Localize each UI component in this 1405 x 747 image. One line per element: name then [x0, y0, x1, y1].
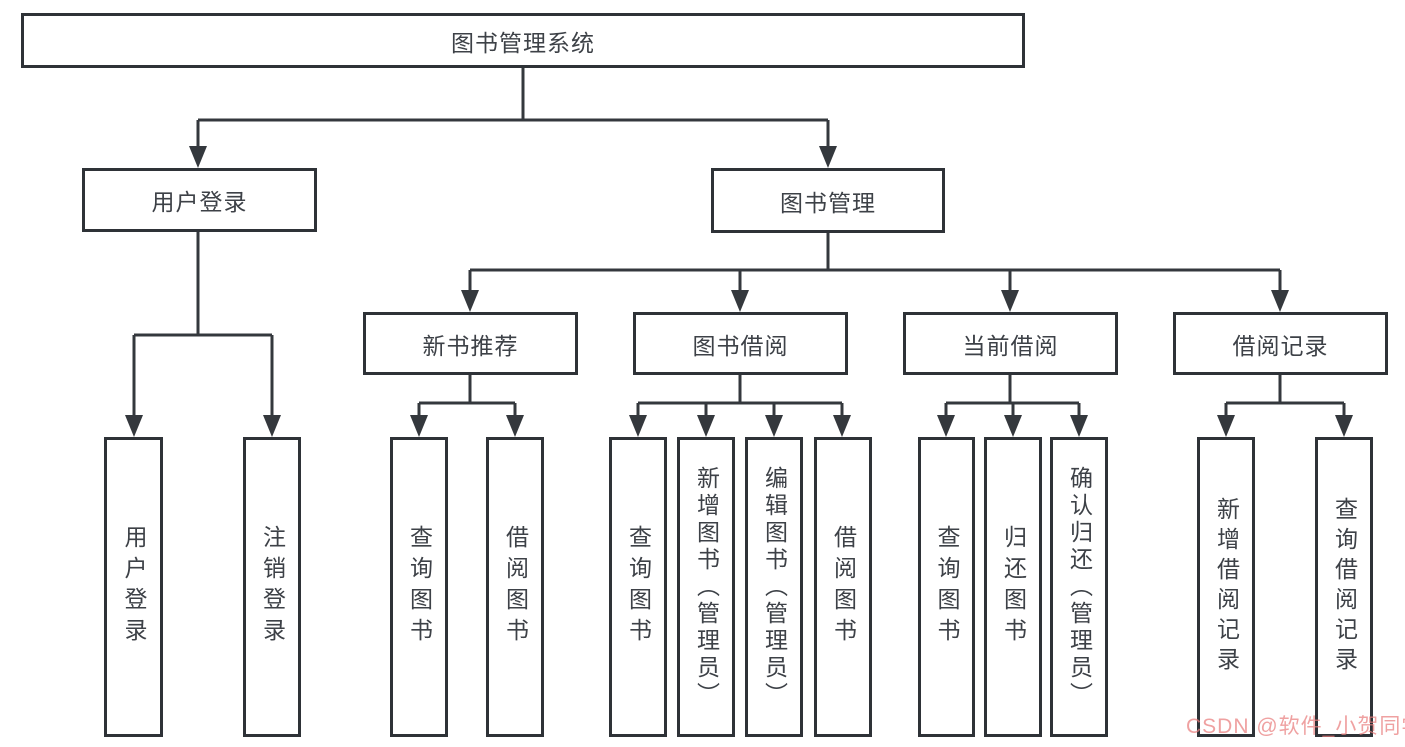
leaf-query-books-1-label: 查询图书 — [406, 525, 433, 649]
leaf-confirm-return-admin-label: 确认归还（管理员） — [1066, 465, 1093, 709]
connector-userlogin-to-leaves — [132, 232, 274, 419]
connector-root-to-level2 — [196, 68, 830, 150]
leaf-query-borrow-record-label: 查询借阅记录 — [1331, 497, 1358, 677]
csdn-watermark: CSDN @软件_小贺同学 — [1186, 715, 1405, 738]
leaf-query-books-2: 查询图书 — [609, 437, 667, 737]
leaf-query-books-3: 查询图书 — [918, 437, 975, 737]
leaf-logout: 注销登录 — [243, 437, 301, 737]
connector-bookmgmt-to-level3 — [468, 233, 1282, 294]
leaf-edit-books-admin: 编辑图书（管理员） — [745, 437, 803, 737]
leaf-borrow-books-1-label: 借阅图书 — [502, 525, 529, 649]
leaf-add-borrow-record: 新增借阅记录 — [1197, 437, 1255, 737]
node-user-login-label: 用户登录 — [151, 189, 248, 215]
node-current-borrowing-label: 当前借阅 — [962, 332, 1059, 359]
leaf-add-books-admin-label: 新增图书（管理员） — [693, 465, 720, 709]
leaf-add-borrow-record-label: 新增借阅记录 — [1213, 497, 1240, 677]
node-borrowing-records: 借阅记录 — [1173, 312, 1388, 375]
leaf-borrow-books-1: 借阅图书 — [486, 437, 544, 737]
leaf-confirm-return-admin: 确认归还（管理员） — [1050, 437, 1108, 737]
leaf-return-books: 归还图书 — [984, 437, 1042, 737]
leaf-query-books-1: 查询图书 — [390, 437, 448, 737]
node-borrowing-records-label: 借阅记录 — [1232, 332, 1329, 359]
arrowheads-newbook-leaves — [410, 415, 524, 437]
arrowheads-currentborrow-leaves — [937, 415, 1088, 437]
node-user-login: 用户登录 — [82, 168, 317, 232]
node-new-book-recommend: 新书推荐 — [363, 312, 578, 375]
leaf-user-login-label: 用户登录 — [121, 525, 147, 649]
leaf-query-borrow-record: 查询借阅记录 — [1315, 437, 1373, 737]
leaf-add-books-admin: 新增图书（管理员） — [677, 437, 735, 737]
arrowheads-bookborrow-leaves — [629, 415, 851, 437]
node-book-borrowing: 图书借阅 — [633, 312, 848, 375]
leaf-logout-label: 注销登录 — [259, 525, 286, 649]
node-root-label: 图书管理系统 — [451, 29, 595, 56]
connector-borrowrecord-to-leaves — [1224, 375, 1346, 419]
node-root-system: 图书管理系统 — [21, 13, 1025, 68]
leaf-edit-books-admin-label: 编辑图书（管理员） — [761, 465, 788, 709]
node-book-management-label: 图书管理 — [780, 189, 876, 216]
arrowheads-level2 — [189, 146, 837, 168]
leaf-return-books-label: 归还图书 — [1000, 525, 1027, 649]
leaf-borrow-books-2-label: 借阅图书 — [830, 525, 857, 649]
arrowheads-borrowrecord-leaves — [1217, 415, 1353, 437]
connector-newbook-to-leaves — [417, 375, 517, 419]
node-book-management: 图书管理 — [711, 168, 945, 233]
leaf-query-books-3-label: 查询图书 — [934, 525, 960, 649]
leaf-borrow-books-2: 借阅图书 — [814, 437, 872, 737]
node-book-borrowing-label: 图书借阅 — [692, 332, 789, 359]
connector-currentborrow-to-leaves — [944, 375, 1081, 419]
arrowheads-userlogin-leaves — [125, 415, 281, 437]
leaf-user-login: 用户登录 — [104, 437, 163, 737]
connector-bookborrow-to-leaves — [636, 375, 844, 419]
arrowheads-level3 — [461, 290, 1289, 312]
leaf-query-books-2-label: 查询图书 — [625, 525, 652, 649]
node-current-borrowing: 当前借阅 — [903, 312, 1118, 375]
node-new-book-recommend-label: 新书推荐 — [422, 332, 519, 359]
